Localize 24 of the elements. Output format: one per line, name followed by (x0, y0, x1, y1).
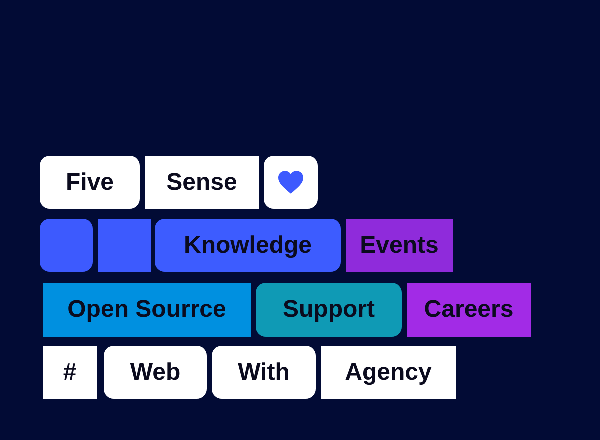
tag-box (43, 283, 251, 337)
tag-label: With (238, 358, 290, 388)
tag-label: Knowledge (184, 230, 312, 260)
tag-label: Five (66, 168, 114, 198)
tag-box (43, 346, 97, 399)
tag-box (212, 346, 316, 399)
tag-label: Web (130, 358, 181, 388)
tag-box (346, 219, 453, 272)
tag-label: Open Sourrce (68, 295, 226, 325)
tag-box (407, 283, 531, 337)
tag-label: Support (283, 295, 375, 325)
tag-label: Agency (345, 358, 432, 388)
tag-label: Careers (424, 295, 514, 325)
blank-box (40, 219, 93, 272)
tag-box (256, 283, 402, 337)
tag-label: Sense (166, 168, 238, 198)
tag-box (40, 156, 140, 209)
tag-box (321, 346, 456, 399)
tag-box (155, 219, 341, 272)
tag-box (104, 346, 207, 399)
tag-box (145, 156, 259, 209)
tag-label: # (63, 358, 77, 388)
tag-label: Events (360, 230, 439, 260)
blank-box (98, 219, 151, 272)
